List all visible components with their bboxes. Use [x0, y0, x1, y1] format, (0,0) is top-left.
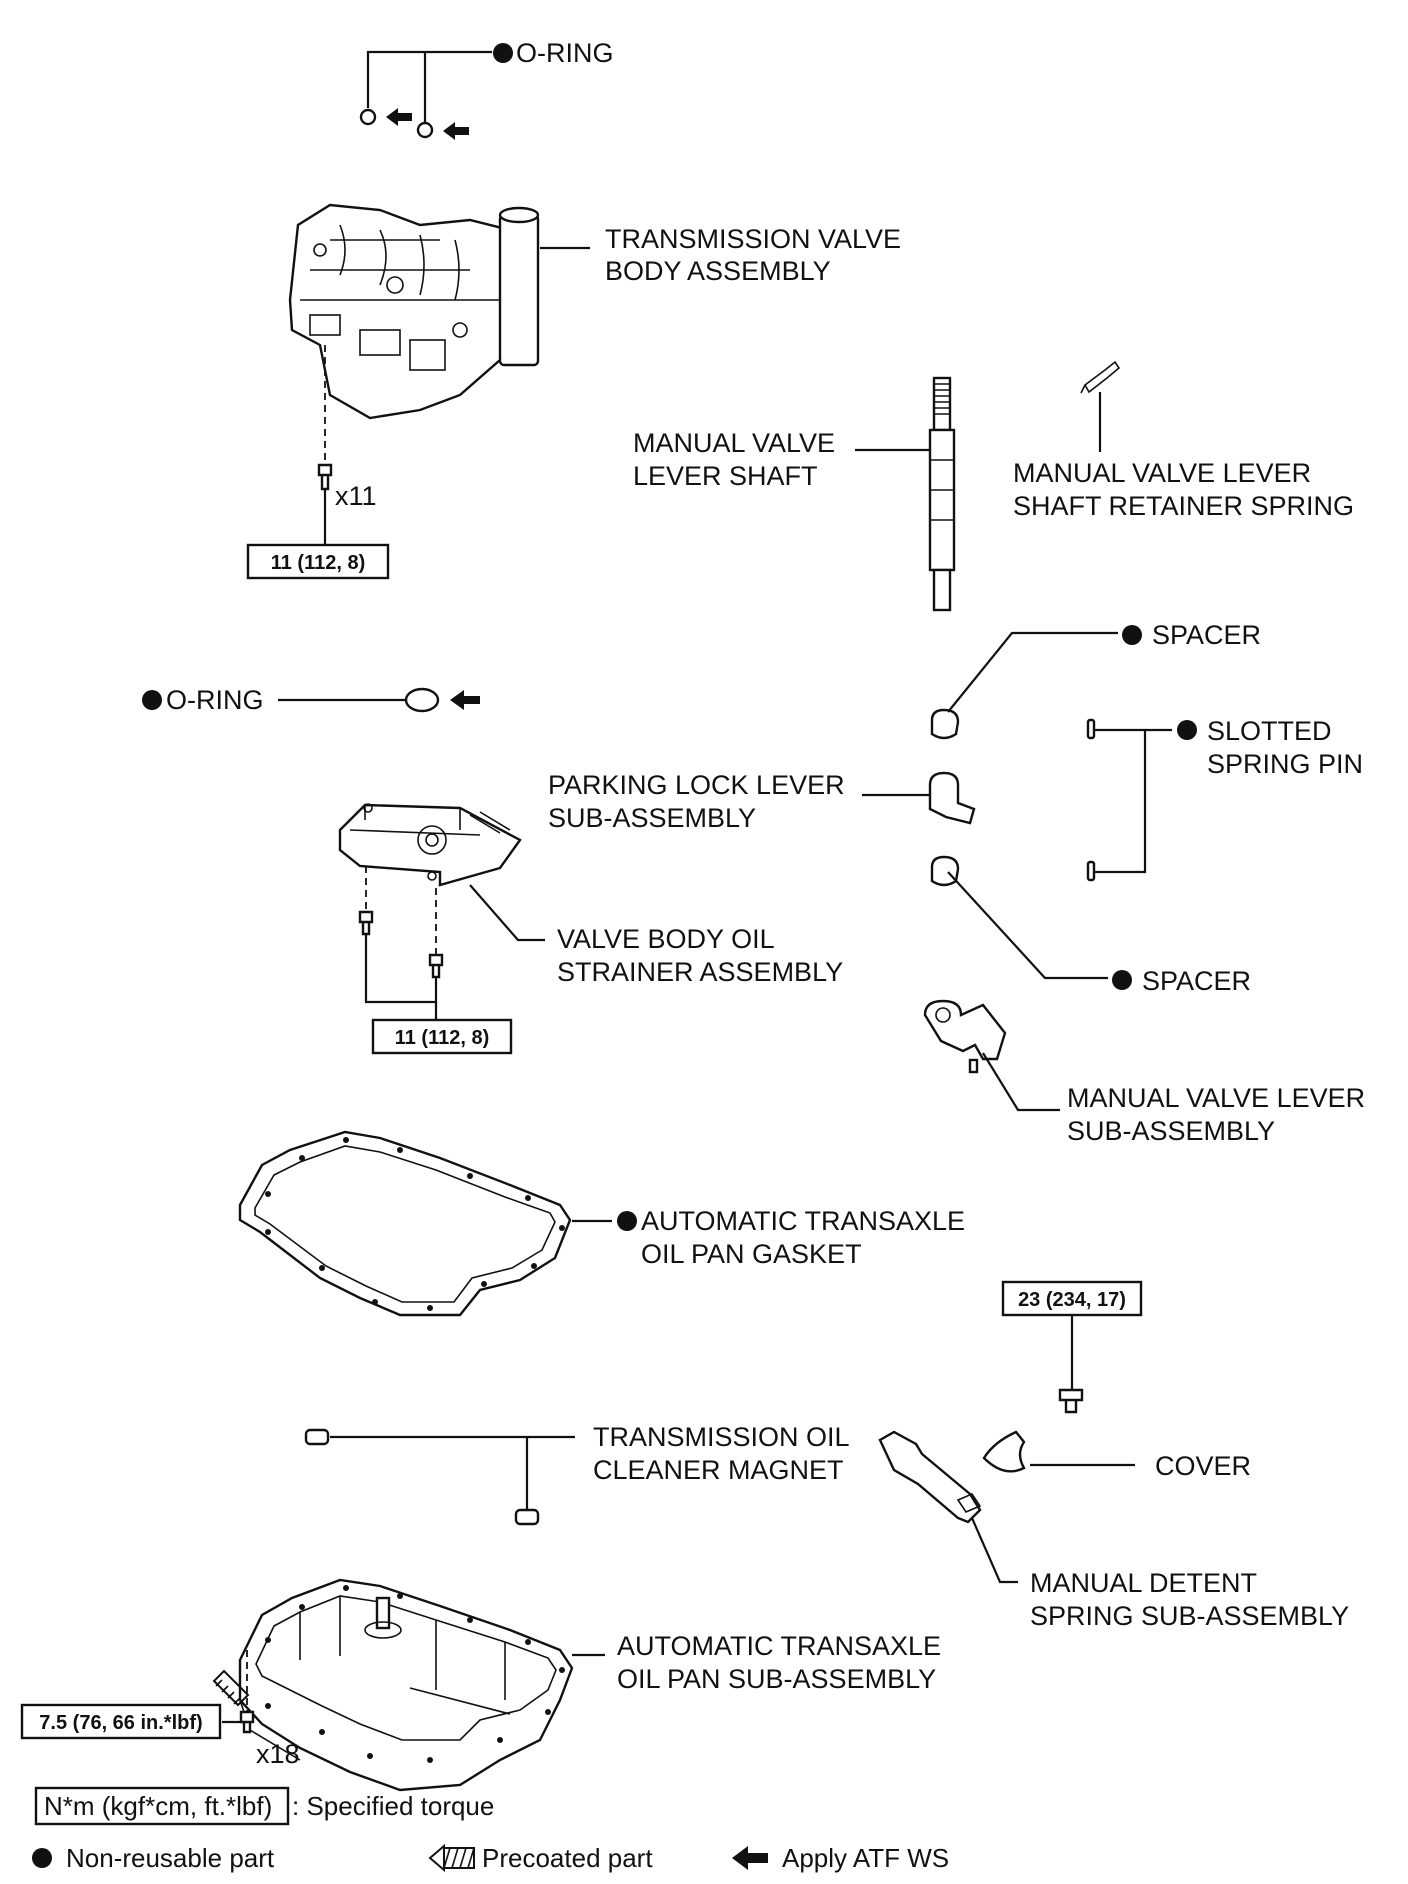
manual-detent-spring: MANUAL DETENT SPRING SUB-ASSEMBLY — [878, 1430, 1349, 1631]
oil-strainer: 11 (112, 8) VALVE BODY OIL STRAINER ASSE… — [338, 803, 843, 1055]
o-ring-top-label: O-RING — [516, 38, 614, 68]
atf-arrow-icon — [443, 122, 469, 140]
slotted-label-2: SPRING PIN — [1207, 749, 1363, 779]
spacer-top-label: SPACER — [1152, 620, 1261, 650]
manual-shaft-label-2: LEVER SHAFT — [633, 461, 818, 491]
non-reusable-dot — [1177, 720, 1197, 740]
atf-arrow-icon — [450, 690, 480, 710]
cover-label: COVER — [1155, 1451, 1251, 1481]
non-reusable-dot — [493, 43, 513, 63]
detent-label-1: MANUAL DETENT — [1030, 1568, 1257, 1598]
transmission-valve-body: x11 11 (112, 8) TRANSMISSION VALVE BODY … — [246, 203, 901, 580]
strainer-label-1: VALVE BODY OIL — [557, 924, 775, 954]
magnet-label-2: CLEANER MAGNET — [593, 1455, 844, 1485]
x11-label: x11 — [335, 481, 377, 511]
manual-lever-label-1: MANUAL VALVE LEVER — [1067, 1083, 1365, 1113]
o-ring-top-group: O-RING — [359, 38, 614, 140]
detent-label-2: SPRING SUB-ASSEMBLY — [1030, 1601, 1349, 1631]
magnet-label-1: TRANSMISSION OIL — [593, 1422, 850, 1452]
legend: N*m (kgf*cm, ft.*lbf) : Specified torque… — [32, 1786, 949, 1873]
o-ring-mid-group: O-RING — [142, 685, 480, 715]
oil-pan: AUTOMATIC TRANSAXLE OIL PAN SUB-ASSEMBLY — [238, 1578, 941, 1792]
non-reusable-dot-icon — [32, 1848, 52, 1868]
x18-label: x18 — [256, 1739, 300, 1769]
pan-label-2: OIL PAN SUB-ASSEMBLY — [617, 1664, 936, 1694]
spacer-top: SPACER — [930, 620, 1261, 740]
non-reusable-dot — [617, 1211, 637, 1231]
torque-detent: 23 (234, 17) — [1018, 1289, 1126, 1311]
atf-arrow-icon — [386, 108, 412, 126]
gasket-label-1: AUTOMATIC TRANSAXLE — [641, 1206, 965, 1236]
valve-body-label-2: BODY ASSEMBLY — [605, 256, 831, 286]
retainer-label-1: MANUAL VALVE LEVER — [1013, 458, 1311, 488]
oil-pan-gasket: AUTOMATIC TRANSAXLE OIL PAN GASKET — [238, 1130, 965, 1317]
slotted-label-1: SLOTTED — [1207, 716, 1332, 746]
legend-apply-atf: Apply ATF WS — [782, 1843, 949, 1873]
cover-part: COVER — [982, 1430, 1251, 1481]
precoated-icon — [212, 1669, 250, 1707]
spacer-bottom: SPACER — [930, 855, 1251, 996]
retainer-label-2: SHAFT RETAINER SPRING — [1013, 491, 1354, 521]
non-reusable-dot — [1122, 625, 1142, 645]
legend-torque-desc: : Specified torque — [292, 1791, 494, 1821]
manual-shaft-label-1: MANUAL VALVE — [633, 428, 835, 458]
non-reusable-dot — [1112, 970, 1132, 990]
strainer-label-2: STRAINER ASSEMBLY — [557, 957, 843, 987]
o-ring-mid-label: O-RING — [166, 685, 264, 715]
manual-valve-lever-shaft: MANUAL VALVE LEVER SHAFT — [633, 376, 956, 612]
torque-strainer: 11 (112, 8) — [395, 1027, 490, 1049]
manual-lever-label-2: SUB-ASSEMBLY — [1067, 1116, 1275, 1146]
legend-non-reusable: Non-reusable part — [66, 1843, 275, 1873]
parking-label-1: PARKING LOCK LEVER — [548, 770, 845, 800]
atf-arrow-icon — [732, 1846, 768, 1870]
pan-label-1: AUTOMATIC TRANSAXLE — [617, 1631, 941, 1661]
precoated-icon — [428, 1843, 475, 1873]
pan-bolt: 7.5 (76, 66 in.*lbf) x18 — [20, 1650, 300, 1769]
spacer-bottom-label: SPACER — [1142, 966, 1251, 996]
legend-torque-unit: N*m (kgf*cm, ft.*lbf) — [44, 1791, 272, 1821]
parking-label-2: SUB-ASSEMBLY — [548, 803, 756, 833]
non-reusable-dot — [142, 690, 162, 710]
cleaner-magnet: TRANSMISSION OIL CLEANER MAGNET — [304, 1422, 850, 1526]
legend-precoated: Precoated part — [482, 1843, 653, 1873]
torque-valve-body: 11 (112, 8) — [271, 552, 366, 574]
detent-bolt: 23 (234, 17) — [1001, 1280, 1143, 1414]
gasket-label-2: OIL PAN GASKET — [641, 1239, 862, 1269]
parking-lock-lever: PARKING LOCK LEVER SUB-ASSEMBLY — [548, 770, 976, 833]
slotted-spring-pin: SLOTTED SPRING PIN — [1086, 716, 1363, 882]
torque-pan: 7.5 (76, 66 in.*lbf) — [39, 1712, 202, 1734]
valve-body-label-1: TRANSMISSION VALVE — [605, 224, 901, 254]
manual-valve-lever: MANUAL VALVE LEVER SUB-ASSEMBLY — [923, 999, 1365, 1146]
retainer-spring: MANUAL VALVE LEVER SHAFT RETAINER SPRING — [1013, 360, 1354, 521]
